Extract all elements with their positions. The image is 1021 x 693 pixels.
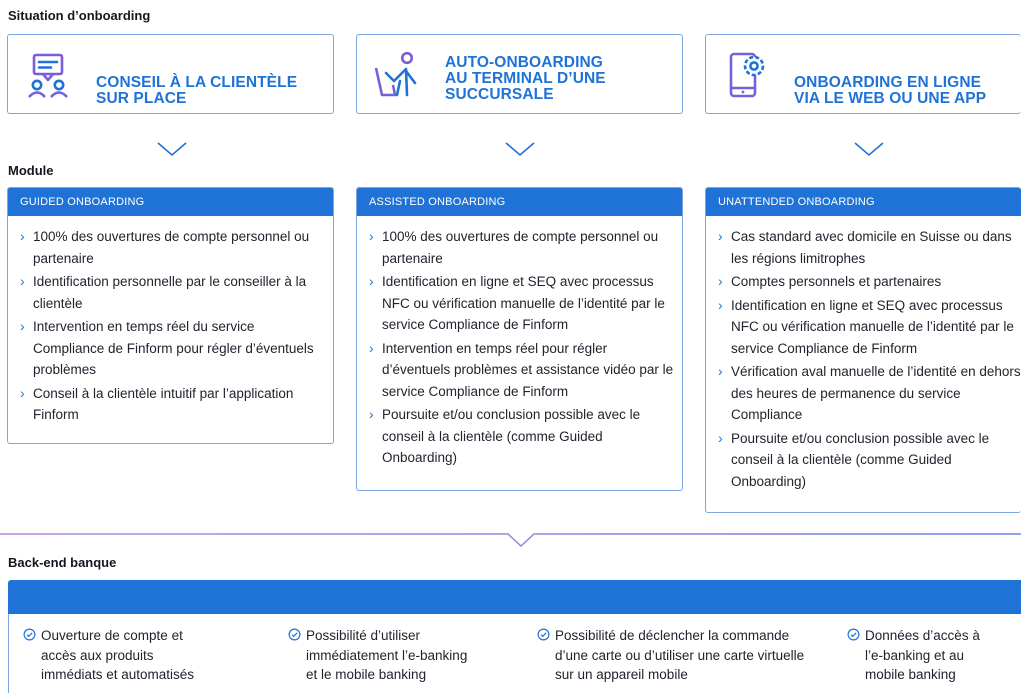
check-circle-icon	[23, 628, 36, 641]
backend-item: Ouverture de compte et accès aux produit…	[23, 626, 263, 685]
module-header: UNATTENDED ONBOARDING	[706, 188, 1021, 216]
situation-card-advisor: CONSEIL À LA CLIENTÈLE SUR PLACE	[7, 34, 334, 114]
chevron-right-icon: ›	[369, 339, 374, 356]
chevron-down-icon	[854, 142, 884, 157]
list-item: ›Identification en ligne et SEQ avec pro…	[369, 273, 665, 332]
module-section-label: Module	[8, 163, 54, 178]
chevron-right-icon: ›	[369, 406, 374, 422]
chevron-right-icon: ›	[718, 273, 723, 289]
module-card-assisted: ASSISTED ONBOARDING ›100% des ouvertures…	[356, 187, 683, 491]
chevron-right-icon: ›	[718, 363, 723, 379]
chevron-right-icon: ›	[20, 384, 25, 401]
backend-section-label: Back-end banque	[8, 555, 117, 570]
situation-title: AUTO-ONBOARDING AU TERMINAL D’UNE SUCCUR…	[445, 54, 606, 103]
list-item: ›Poursuite et/ou conclusion possible ave…	[369, 406, 641, 465]
terminal-user-icon	[374, 51, 417, 97]
situation-title: CONSEIL À LA CLIENTÈLE SUR PLACE	[96, 74, 298, 107]
situation-card-online: ONBOARDING EN LIGNE VIA LE WEB OU UNE AP…	[705, 34, 1021, 114]
module-card-guided: GUIDED ONBOARDING ›100% des ouvertures d…	[7, 187, 334, 444]
chevron-right-icon: ›	[369, 228, 374, 244]
chevron-down-icon	[505, 142, 535, 157]
chevron-right-icon: ›	[20, 318, 25, 334]
list-item: ›Identification personnelle par le conse…	[20, 273, 307, 311]
backend-item: Possibilité de déclencher la commande d’…	[537, 626, 837, 685]
backend-header-bar	[8, 580, 1021, 614]
backend-item: Possibilité d’utiliser immédiatement l’e…	[288, 626, 528, 685]
situation-card-terminal: AUTO-ONBOARDING AU TERMINAL D’UNE SUCCUR…	[356, 34, 683, 114]
chevron-right-icon: ›	[718, 296, 723, 313]
list-item: ›Conseil à la clientèle intuitif par l’a…	[20, 384, 294, 423]
list-item: ›Vérification aval manuelle de l’identit…	[718, 363, 1021, 422]
check-circle-icon	[537, 628, 550, 641]
chevron-right-icon: ›	[369, 273, 374, 289]
situation-section-label: Situation d’onboarding	[8, 8, 151, 23]
module-card-unattended: UNATTENDED ONBOARDING ›Cas standard avec…	[705, 187, 1021, 513]
module-header: ASSISTED ONBOARDING	[357, 188, 682, 216]
chevron-right-icon: ›	[20, 228, 25, 244]
module-list: ›100% des ouvertures de compte personnel…	[357, 216, 682, 469]
situation-title: ONBOARDING EN LIGNE VIA LE WEB OU UNE AP…	[794, 74, 987, 107]
backend-panel: Ouverture de compte et accès aux produit…	[8, 614, 1021, 693]
backend-item: Données d’accès à l’e-banking et au mobi…	[847, 626, 1017, 685]
check-circle-icon	[288, 628, 301, 641]
list-item: ›Comptes personnels et partenaires	[718, 271, 1021, 293]
chevron-right-icon: ›	[718, 429, 723, 446]
chevron-right-icon: ›	[20, 273, 25, 289]
chevron-right-icon: ›	[718, 228, 723, 244]
list-item: ›Cas standard avec domicile en Suisse ou…	[718, 228, 1012, 266]
section-divider	[0, 533, 1021, 547]
list-item: ›Intervention en temps réel du service C…	[20, 318, 314, 377]
list-item: ›Intervention en temps réel pour régler …	[369, 339, 674, 399]
list-item: ›100% des ouvertures de compte personnel…	[20, 228, 310, 266]
list-item: ›100% des ouvertures de compte personnel…	[369, 228, 659, 266]
list-item: ›Poursuite et/ou conclusion possible ave…	[718, 429, 990, 489]
module-list: ›Cas standard avec domicile en Suisse ou…	[706, 216, 1021, 492]
module-header: GUIDED ONBOARDING	[8, 188, 333, 216]
list-item: ›Identification en ligne et SEQ avec pro…	[718, 296, 1014, 356]
module-list: ›100% des ouvertures de compte personnel…	[8, 216, 333, 426]
mobile-settings-icon	[729, 52, 765, 98]
advisor-chat-icon	[28, 53, 68, 98]
check-circle-icon	[847, 628, 860, 641]
chevron-down-icon	[157, 142, 187, 157]
